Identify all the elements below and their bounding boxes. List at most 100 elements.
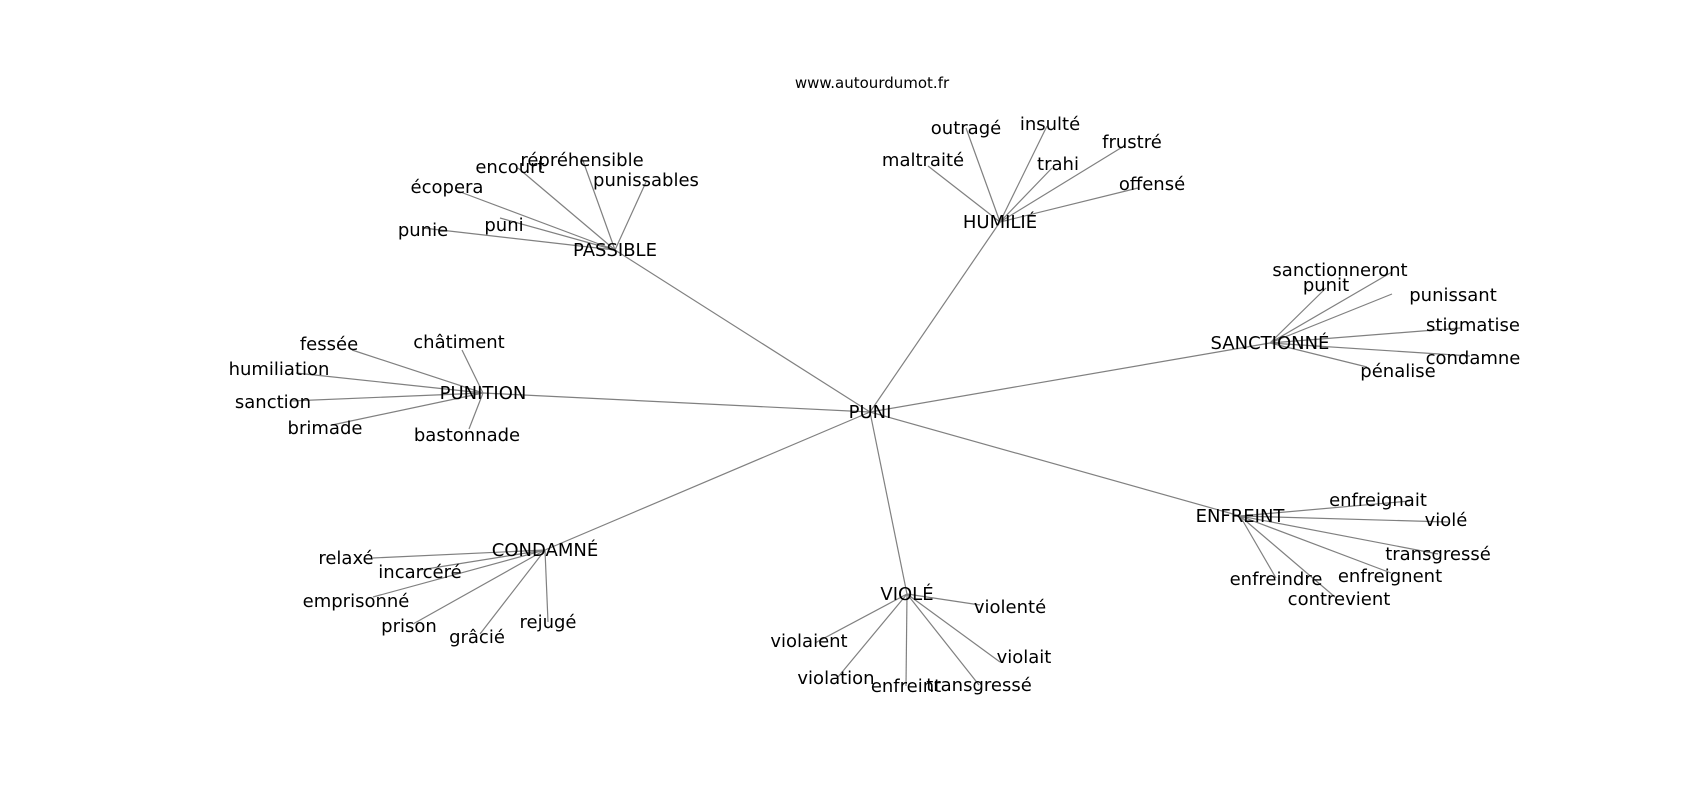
leaf-node: rejugé (520, 612, 577, 633)
edge-hub-leaf (965, 127, 1001, 223)
edge-hub-leaf (1239, 515, 1439, 555)
edge-root-hub (869, 411, 908, 595)
leaf-node: frustré (1102, 132, 1162, 153)
edge-hub-leaf (422, 227, 616, 251)
edge-hub-leaf (999, 187, 1139, 223)
edge-root-hub (869, 221, 1001, 413)
hub-node: CONDAMNÉ (492, 539, 598, 561)
leaf-node: stigmatise (1426, 315, 1520, 336)
leaf-node: transgressé (926, 675, 1032, 696)
edge-hub-leaf (1269, 287, 1327, 344)
edge-hub-leaf (461, 349, 484, 394)
edge-hub-leaf (906, 593, 981, 606)
edge-hub-leaf (1239, 515, 1392, 574)
site-label: www.autourdumot.fr (795, 74, 950, 92)
leaf-node: relaxé (318, 548, 373, 569)
leaf-node: fessée (300, 334, 358, 355)
leaf-node: puni (484, 215, 523, 236)
root-node: PUNI (849, 402, 892, 423)
leaf-node: punit (1303, 275, 1349, 296)
leaf-node: sanctionneront (1272, 260, 1407, 281)
edge-hub-leaf (1239, 515, 1336, 598)
leaf-node: violaient (770, 631, 847, 652)
edge-hub-leaf (1269, 293, 1393, 344)
edge-hub-leaf (419, 549, 546, 571)
edge-hub-leaf (581, 157, 616, 251)
edge-hub-leaf (999, 145, 1125, 223)
label-layer: www.autourdumot.fr PUNI PASSIBLE répréhen… (229, 74, 1521, 697)
leaf-node: pénalise (1360, 361, 1435, 382)
leaf-node: prison (381, 616, 437, 637)
leaf-node: répréhensible (520, 150, 643, 171)
hub-node: PASSIBLE (573, 240, 657, 261)
leaf-node: écopera (411, 177, 484, 198)
leaf-node: contrevient (1288, 589, 1391, 610)
leaf-node: emprisonné (303, 591, 410, 612)
leaf-node: humiliation (229, 359, 330, 380)
leaf-node: enfreignait (1329, 490, 1427, 511)
edge-hub-leaf (372, 549, 546, 598)
edge-hub-leaf (1269, 271, 1393, 344)
leaf-node: enfreindre (1230, 569, 1323, 590)
leaf-node: trahi (1037, 154, 1079, 175)
leaf-node: outragé (931, 118, 1001, 139)
leaf-node: brimade (288, 418, 363, 439)
leaf-node: sanction (235, 392, 311, 413)
edge-hub-leaf (544, 549, 549, 623)
leaf-node: transgressé (1385, 544, 1491, 565)
edge-hub-leaf (289, 392, 484, 402)
leaf-node: châtiment (413, 332, 504, 353)
leaf-node: punissables (593, 170, 699, 191)
edge-hub-leaf (999, 125, 1048, 223)
edge-hub-leaf (999, 167, 1053, 223)
leaf-node: bastonnade (414, 425, 520, 446)
leaf-node: insulté (1020, 114, 1080, 135)
edge-hub-leaf (927, 165, 1001, 223)
edge-hub-leaf (479, 549, 546, 635)
leaf-node: condamne (1426, 348, 1521, 369)
edge-hub-leaf (1239, 515, 1449, 523)
hub-node: HUMILIÉ (963, 211, 1037, 233)
leaf-node: encourt (475, 157, 544, 178)
edge-hub-leaf (295, 372, 484, 394)
edge-root-hub (614, 249, 871, 413)
leaf-node: punissant (1409, 285, 1497, 306)
edge-hub-leaf (468, 392, 484, 430)
edge-hub-leaf (906, 593, 980, 686)
edge-hub-leaf (814, 593, 908, 644)
hub-node: VIOLÉ (880, 583, 933, 605)
edge-hub-leaf (905, 593, 908, 687)
leaf-node: maltraité (882, 150, 964, 171)
edge-hub-leaf (412, 549, 546, 625)
edge-hub-leaf (372, 549, 546, 559)
leaf-node: grâcié (449, 627, 505, 648)
edge-hub-leaf (454, 189, 616, 251)
edge-hub-leaf (1269, 327, 1461, 344)
hub-node: ENFREINT (1196, 506, 1286, 527)
leaf-node: offensé (1119, 174, 1185, 195)
edge-hub-leaf (1269, 342, 1368, 368)
leaf-node: enfreignent (1338, 566, 1442, 587)
edge-hub-leaf (517, 167, 616, 251)
edge-hub-leaf (331, 392, 484, 426)
leaf-node: incarcéré (378, 562, 461, 583)
edge-hub-leaf (906, 593, 1001, 663)
hub-node: SANCTIONNÉ (1211, 332, 1330, 354)
leaf-node: punie (398, 220, 448, 241)
edge-root-hub (482, 392, 871, 413)
edge-hub-leaf (499, 217, 616, 251)
edge-hub-leaf (1239, 500, 1411, 517)
edge-hub-leaf (614, 181, 647, 251)
leaf-node: violenté (974, 597, 1046, 618)
leaf-node: violait (997, 647, 1052, 668)
leaf-node: violation (797, 668, 874, 689)
hub-node: PUNITION (440, 383, 527, 404)
edge-hub-leaf (837, 593, 908, 678)
edge-root-hub (869, 342, 1271, 413)
edge-hub-leaf (351, 349, 484, 394)
edge-hub-leaf (1269, 342, 1471, 357)
edge-root-hub (869, 411, 1241, 517)
leaf-node: violé (1425, 510, 1468, 531)
edge-hub-leaf (1239, 515, 1277, 579)
